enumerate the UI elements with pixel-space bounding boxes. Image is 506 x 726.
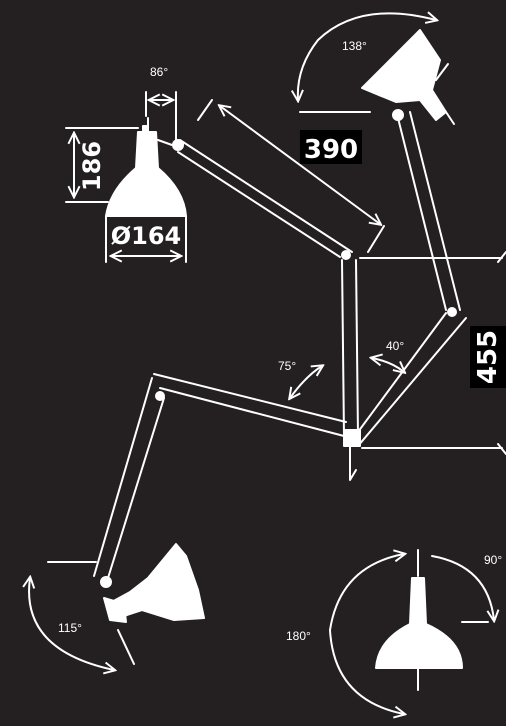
label-86: 86° bbox=[150, 65, 168, 79]
shade-bottom-left bbox=[47, 543, 205, 665]
label-90: 90° bbox=[484, 553, 502, 567]
right-arm bbox=[354, 109, 467, 447]
dim-shade-diameter bbox=[105, 215, 187, 263]
dim-upper-arm-length bbox=[197, 99, 385, 253]
label-186: 186 bbox=[78, 141, 106, 191]
label-115: 115° bbox=[58, 621, 82, 635]
shade-front-view bbox=[375, 549, 489, 691]
dim-vertical-reach bbox=[497, 251, 506, 455]
label-75: 75° bbox=[278, 359, 296, 373]
arc-75 bbox=[290, 366, 322, 398]
label-390: 390 bbox=[304, 135, 358, 165]
label-diameter: Ø164 bbox=[111, 222, 182, 250]
dim-86 bbox=[145, 91, 177, 141]
label-138: 138° bbox=[342, 39, 367, 53]
central-arm bbox=[341, 259, 361, 481]
shade-top-right bbox=[361, 29, 455, 125]
shade-top-left bbox=[105, 117, 187, 217]
dim-shade-height bbox=[65, 127, 139, 203]
arc-180 bbox=[329, 554, 404, 714]
arc-40 bbox=[372, 358, 404, 372]
label-40: 40° bbox=[386, 339, 404, 353]
left-arm bbox=[93, 373, 347, 588]
label-455: 455 bbox=[473, 330, 503, 384]
label-180: 180° bbox=[286, 629, 311, 643]
arc-138 bbox=[298, 13, 436, 100]
arc-90 bbox=[431, 555, 494, 620]
label-390-box bbox=[300, 130, 362, 164]
arc-115 bbox=[29, 578, 114, 670]
label-455-box bbox=[470, 326, 506, 388]
